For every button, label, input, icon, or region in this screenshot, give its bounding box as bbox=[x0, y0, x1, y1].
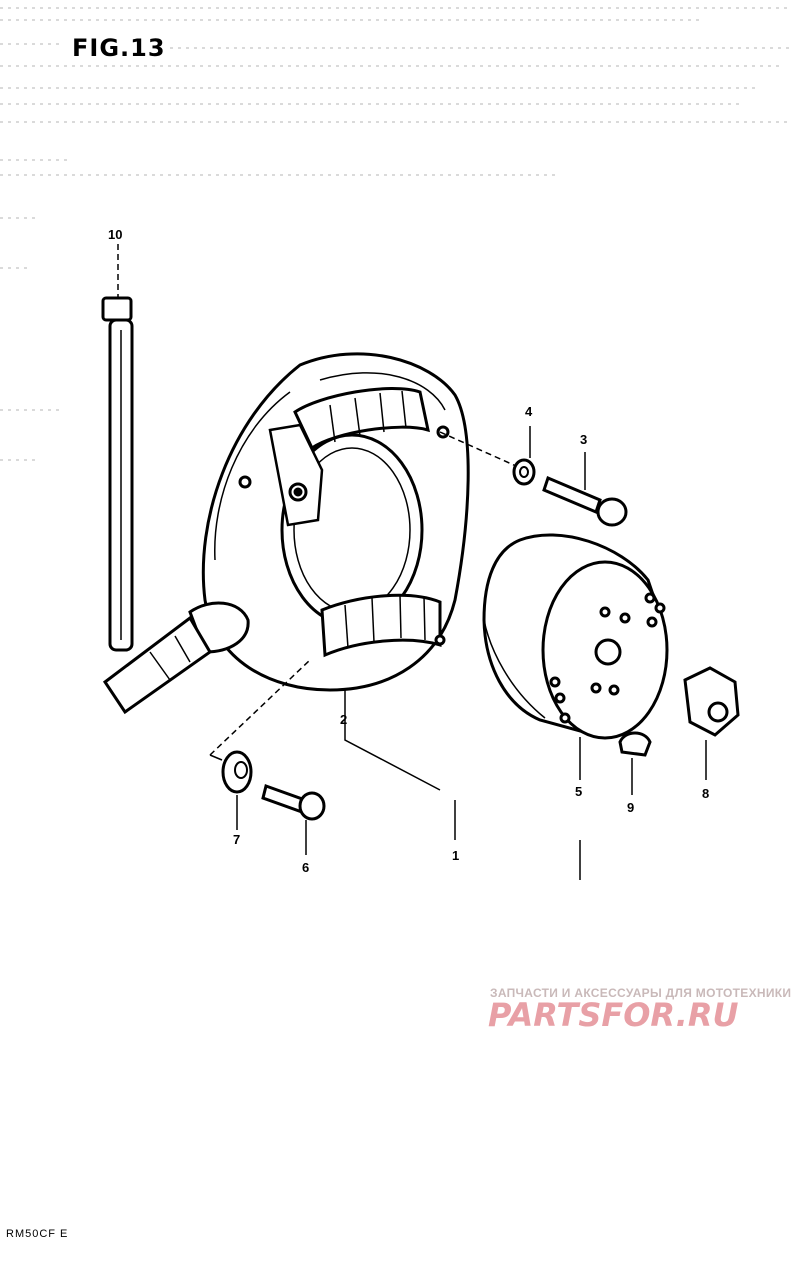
callout-3: 3 bbox=[580, 432, 588, 447]
model-code: RM50CF E bbox=[6, 1228, 69, 1240]
scan-noise bbox=[0, 7, 790, 461]
cable-tie-part bbox=[101, 296, 134, 652]
watermark-logo: PARTSFOR.RU bbox=[488, 996, 739, 1034]
figure-title: FIG.13 bbox=[72, 34, 166, 62]
callout-2: 2 bbox=[340, 712, 348, 727]
callout-8: 8 bbox=[702, 786, 710, 801]
key-part-9 bbox=[618, 731, 652, 757]
watermark-tagline: ЗАПЧАСТИ И АКСЕССУАРЫ ДЛЯ МОТОТЕХНИКИ bbox=[490, 986, 792, 1000]
nut-part-8 bbox=[683, 666, 740, 737]
callout-10: 10 bbox=[108, 227, 123, 242]
stator-plate-part bbox=[102, 352, 470, 715]
callout-6: 6 bbox=[302, 860, 310, 875]
callout-1: 1 bbox=[452, 848, 460, 863]
flywheel-rotor-part bbox=[482, 533, 669, 740]
leader-lines bbox=[209, 426, 707, 880]
callout-9: 9 bbox=[627, 800, 635, 815]
callout-4: 4 bbox=[525, 404, 533, 419]
screw-part-3 bbox=[542, 475, 628, 527]
washer-part-4 bbox=[512, 458, 536, 486]
callout-7: 7 bbox=[233, 832, 241, 847]
screw-part-6 bbox=[261, 784, 326, 821]
washer-part-7 bbox=[221, 750, 253, 794]
callout-5: 5 bbox=[575, 784, 583, 799]
